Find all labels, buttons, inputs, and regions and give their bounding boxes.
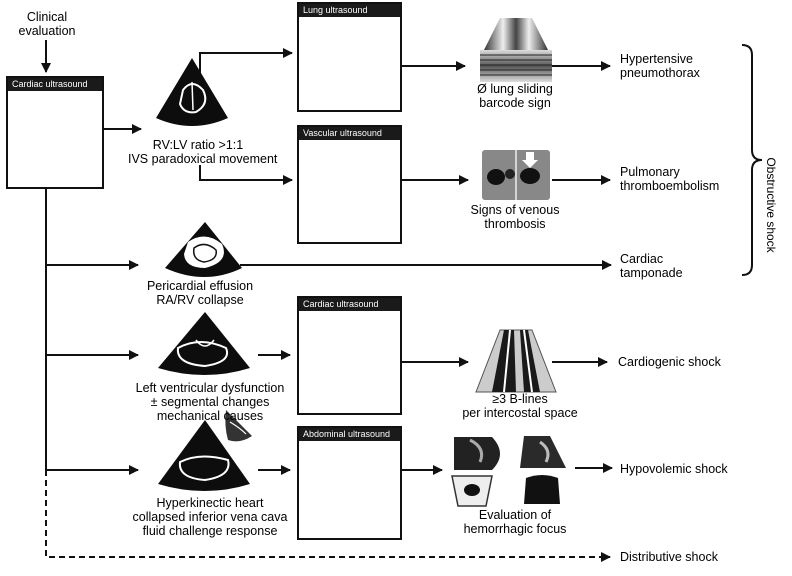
outcome-line2: tamponade xyxy=(620,266,683,280)
hemorrhagic-finding: Evaluation of hemorrhagic focus xyxy=(455,508,575,536)
b-lines-finding: ≥3 B-lines per intercostal space xyxy=(450,392,590,420)
panel-title: Lung ultrasound xyxy=(299,4,400,17)
rv-lv-finding: RV:LV ratio >1:1 IVS paradoxical movemen… xyxy=(128,138,278,166)
panel-title: Abdominal ultrasound xyxy=(299,428,400,441)
panel-title: Cardiac ultrasound xyxy=(299,298,400,311)
vascular-ultrasound-panel: Vascular ultrasound xyxy=(297,125,402,244)
outcome-line2: thromboembolism xyxy=(620,179,720,193)
outcome-hypovolemic-shock: Hypovolemic shock xyxy=(620,462,728,476)
finding-line1: Left ventricular dysfunction xyxy=(135,381,285,395)
cardiac-ultrasound-panel-2: Cardiac ultrasound xyxy=(297,296,402,415)
finding-line3: mechanical causes xyxy=(156,409,264,423)
b-lines-image xyxy=(475,329,557,393)
finding-line2: collapsed inferior vena cava xyxy=(132,510,288,524)
arrow-to-vascular xyxy=(199,165,293,185)
panel-title: Cardiac ultrasound xyxy=(8,78,102,91)
finding-line1: Evaluation of xyxy=(478,508,552,522)
finding-line1: Ø lung sliding xyxy=(477,82,553,96)
panel-title: Vascular ultrasound xyxy=(299,127,400,140)
outcome-line1: Cardiac xyxy=(620,252,664,266)
arrow-to-lung xyxy=(199,48,293,80)
pericardial-finding: Pericardial effusion RA/RV collapse xyxy=(140,279,260,307)
outcome-cardiac-tamponade: Cardiac tamponade xyxy=(620,252,683,280)
outcome-hypertensive-pneumothorax: Hypertensive pneumothorax xyxy=(620,52,700,80)
outcome-distributive-shock: Distributive shock xyxy=(620,550,718,564)
outcome-line1: Pulmonary xyxy=(620,165,680,179)
lv-dysfunction-finding: Left ventricular dysfunction ± segmental… xyxy=(120,381,300,423)
lung-ultrasound-panel: Lung ultrasound xyxy=(297,2,402,112)
lv-dysfunction-echo-icon xyxy=(158,312,250,375)
obstructive-shock-label: Obstructive shock xyxy=(764,157,778,253)
finding-line1: Hyperkinectic heart xyxy=(156,496,264,510)
finding-line1: ≥3 B-lines xyxy=(492,392,548,406)
finding-line2: ± segmental changes xyxy=(150,395,270,409)
finding-line2: IVS paradoxical movement xyxy=(128,152,278,166)
finding-line3: fluid challenge response xyxy=(142,524,278,538)
lung-sliding-finding: Ø lung sliding barcode sign xyxy=(455,82,575,110)
outcome-pulmonary-thromboembolism: Pulmonary thromboembolism xyxy=(620,165,719,193)
start-line2: evaluation xyxy=(18,24,76,38)
finding-line2: hemorrhagic focus xyxy=(463,522,567,536)
outcome-line1: Hypertensive xyxy=(620,52,693,66)
finding-line2: per intercostal space xyxy=(462,406,578,420)
outcome-cardiogenic-shock: Cardiogenic shock xyxy=(618,355,721,369)
cardiac-ultrasound-panel: Cardiac ultrasound xyxy=(6,76,104,189)
finding-line1: Pericardial effusion xyxy=(146,279,254,293)
pericardial-echo-icon xyxy=(165,222,242,277)
rv-lv-echo-icon xyxy=(156,58,228,126)
hemorrhagic-focus-images xyxy=(451,436,566,507)
start-line1: Clinical xyxy=(26,10,68,24)
connectors xyxy=(41,40,613,562)
finding-line1: Signs of venous xyxy=(470,203,560,217)
hyperkinetic-finding: Hyperkinectic heart collapsed inferior v… xyxy=(120,496,300,538)
barcode-sign-image xyxy=(480,18,552,82)
finding-line1: RV:LV ratio >1:1 xyxy=(152,138,244,152)
venous-finding: Signs of venous thrombosis xyxy=(455,203,575,231)
abdominal-ultrasound-panel: Abdominal ultrasound xyxy=(297,426,402,540)
dashed-arrow-to-distributive xyxy=(45,470,611,562)
hyperkinetic-echo-icon xyxy=(158,410,252,491)
finding-line2: RA/RV collapse xyxy=(156,293,244,307)
obstructive-bracket xyxy=(741,44,763,276)
venous-thrombosis-image xyxy=(482,150,550,200)
outcome-line2: pneumothorax xyxy=(620,66,700,80)
finding-line2: barcode sign xyxy=(479,96,551,110)
start-label: Clinical evaluation xyxy=(4,10,90,38)
finding-line2: thrombosis xyxy=(484,217,546,231)
